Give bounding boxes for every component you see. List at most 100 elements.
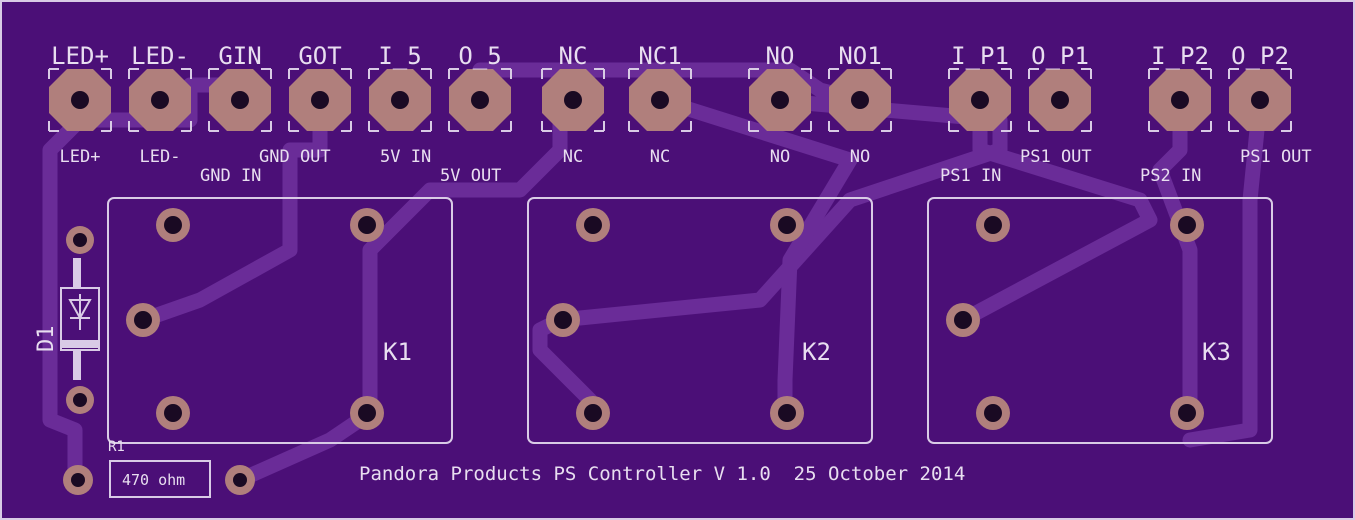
relay-pad [770, 208, 804, 242]
connector-label: NC [563, 147, 583, 167]
relay-pad [350, 208, 384, 242]
diode-pad [66, 226, 94, 254]
board-footer-text: Pandora Products PS Controller V 1.0 25 … [359, 463, 965, 485]
connector-label: GND OUT [259, 147, 331, 167]
connector-label: NC [650, 147, 670, 167]
connector-name: NO [766, 42, 795, 70]
diode-lead-top [73, 258, 81, 288]
connector-hole [471, 91, 489, 109]
connector-label: PS1 IN [940, 166, 1001, 186]
trace-op2-edge [1182, 92, 1268, 448]
relay-pad [1170, 396, 1204, 430]
connector-name: LED- [131, 42, 189, 70]
connector-i-5: I_5 5V IN [368, 42, 432, 167]
connector-name: GIN [218, 42, 261, 70]
diode-pad [66, 386, 94, 414]
relay-pad [1170, 208, 1204, 242]
connector-name: NC1 [638, 42, 681, 70]
connector-label: LED- [140, 147, 181, 167]
relay-k3-label: K3 [1202, 338, 1231, 366]
connector-name: NO1 [838, 42, 881, 70]
resistor-body [109, 460, 211, 498]
relays: K1 K2 K3 [107, 197, 1273, 444]
traces [42, 62, 1268, 488]
connector-name: O_P1 [1031, 42, 1089, 70]
relay-k3-outline [927, 197, 1273, 444]
connector-no: NO NO [748, 42, 812, 167]
connector-name: LED+ [51, 42, 109, 70]
connector-hole [391, 91, 409, 109]
connector-name: O_5 [458, 42, 501, 70]
connector-hole [311, 91, 329, 109]
connector-label: LED+ [60, 147, 101, 167]
resistor-pad [225, 465, 255, 495]
connector-got: GOT GND OUT [259, 42, 352, 167]
relay-pad [126, 303, 160, 337]
relay-pads [126, 208, 1204, 430]
relay-k2-outline [527, 197, 873, 444]
connector-name: GOT [298, 42, 341, 70]
diode-cathode-band [61, 340, 99, 348]
resistor-value: 470 ohm [122, 471, 185, 489]
connector-name: I_5 [378, 42, 421, 70]
relay-pad [976, 396, 1010, 430]
connector-label: PS2 IN [1140, 166, 1201, 186]
connector-hole [151, 91, 169, 109]
relay-pad [546, 303, 580, 337]
relay-pad [976, 208, 1010, 242]
trace-ip1-k3 [955, 92, 1158, 328]
connector-hole [651, 91, 669, 109]
connector-label: PS1 OUT [1240, 147, 1312, 167]
trace-op1-k3 [1152, 92, 1198, 421]
relay-k1-outline [107, 197, 453, 444]
connector-hole [851, 91, 869, 109]
relay-pad [156, 396, 190, 430]
connector-name: I_P1 [951, 42, 1009, 70]
connector-hole [771, 91, 789, 109]
diode-body [60, 287, 100, 351]
connector-gin: GIN GND IN [200, 42, 272, 186]
trace-got-k1 [135, 92, 328, 328]
connector-hole [231, 91, 249, 109]
connector-name: O_P2 [1231, 42, 1289, 70]
connector-o-5: O_5 5V OUT [440, 42, 512, 186]
relay-pad [156, 208, 190, 242]
resistor-pad [63, 465, 93, 495]
connector-label: NO [770, 147, 790, 167]
connector-label: GND IN [200, 166, 261, 186]
relay-k1-label: K1 [383, 338, 412, 366]
diode-d1: D1 [34, 226, 100, 414]
connector-hole [971, 91, 989, 109]
connector-led-: LED- LED- [128, 42, 192, 167]
connector-hole [564, 91, 582, 109]
relay-pad [770, 396, 804, 430]
relay-pad [350, 396, 384, 430]
connector-label: 5V IN [380, 147, 431, 167]
connector-name: NC [559, 42, 588, 70]
connector-label: NO [850, 147, 870, 167]
relay-pad [576, 208, 610, 242]
relay-pad [946, 303, 980, 337]
connector-hole [1251, 91, 1269, 109]
connector-hole [1051, 91, 1069, 109]
diode-lead-bottom [73, 350, 81, 380]
trace-r1-k1 [232, 405, 378, 488]
relay-pad [576, 396, 610, 430]
connector-row: LED+ LED+ LED- LED- GIN GND IN GOT GND OUT I_5 5V… [48, 42, 1312, 186]
connector-label: 5V OUT [440, 166, 501, 186]
trace-no1-k2 [652, 92, 858, 421]
connector-hole [1171, 91, 1189, 109]
resistor-label: R1 [108, 439, 125, 455]
connector-name: I_P2 [1151, 42, 1209, 70]
trace-nc-k1 [362, 92, 568, 418]
connector-hole [71, 91, 89, 109]
connector-nc: NC NC [541, 42, 605, 167]
connector-led-: LED+ LED+ [48, 42, 112, 167]
